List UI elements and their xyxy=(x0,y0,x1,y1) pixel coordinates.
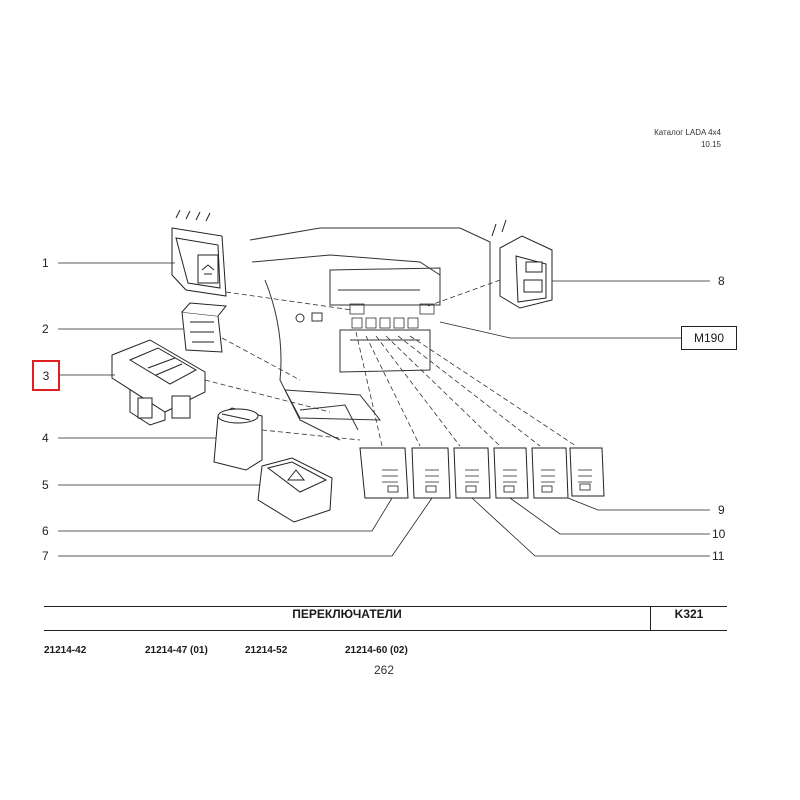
page-number: 262 xyxy=(373,663,395,677)
title-rule-bottom xyxy=(44,630,727,631)
section-title: ПЕРЕКЛЮЧАТЕЛИ xyxy=(292,607,402,621)
part-1-rocker-switch xyxy=(171,209,227,297)
model-code: 21214-60 (02) xyxy=(345,645,408,656)
reference-box[interactable]: M190 xyxy=(681,326,737,350)
switch-row xyxy=(359,447,605,499)
callout-3-highlighted[interactable]: 3 xyxy=(32,360,60,391)
model-code: 21214-47 (01) xyxy=(145,645,208,656)
assembly-lines xyxy=(204,279,577,447)
callout-9: 9 xyxy=(718,503,725,517)
catalog-label: Каталог LADA 4x4 xyxy=(654,128,721,137)
part-5-hazard-switch xyxy=(257,457,333,523)
part-2-connector xyxy=(181,302,227,353)
callout-1: 1 xyxy=(42,256,49,270)
callout-7: 7 xyxy=(42,549,49,563)
callout-8: 8 xyxy=(718,274,725,288)
callout-2: 2 xyxy=(42,322,49,336)
part-4-cylinder-switch xyxy=(213,407,263,471)
callout-10: 10 xyxy=(712,527,726,541)
callout-6: 6 xyxy=(42,524,49,538)
part-3-double-switch xyxy=(111,339,206,426)
title-divider xyxy=(650,606,651,630)
part-8-defog-switch xyxy=(491,219,553,309)
model-code: 21214-42 xyxy=(44,645,87,656)
title-rule-top xyxy=(44,606,727,607)
section-code: K321 xyxy=(674,607,704,621)
callout-4: 4 xyxy=(42,431,49,445)
model-code: 21214-52 xyxy=(245,645,288,656)
dashboard-slots xyxy=(349,303,435,329)
leader-lines xyxy=(58,262,710,557)
callout-11: 11 xyxy=(712,549,725,563)
switch-row-icons xyxy=(382,469,592,493)
callout-5: 5 xyxy=(42,478,49,492)
dashboard-outline xyxy=(249,227,491,441)
catalog-date: 10.15 xyxy=(700,140,721,149)
switch-assembly-diagram xyxy=(58,209,710,557)
